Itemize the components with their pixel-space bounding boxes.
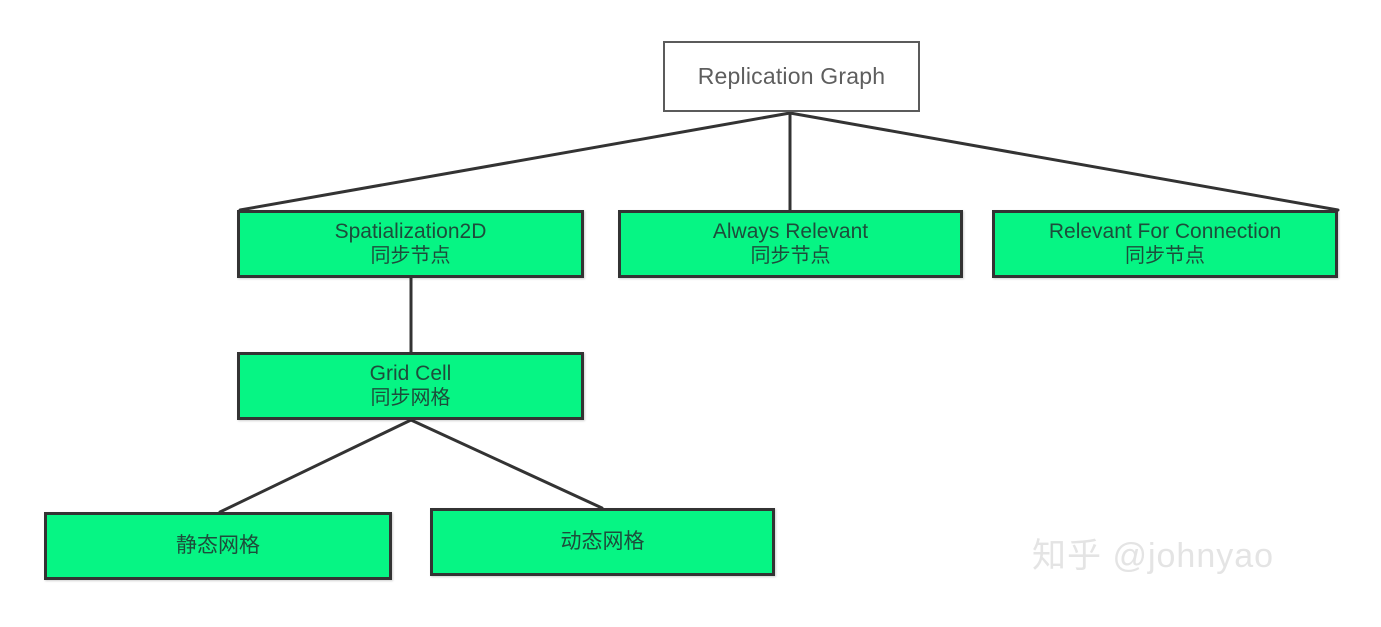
watermark: 知乎 @johnyao	[1032, 537, 1275, 575]
node-label-secondary: 同步节点	[370, 244, 451, 267]
edge-gridcell-static	[218, 418, 413, 514]
node-label-primary: 静态网格	[176, 533, 260, 557]
node-label-secondary: 同步网格	[370, 386, 451, 409]
node-label-primary: Grid Cell	[369, 361, 452, 385]
edge-gridcell-dynamic	[409, 418, 604, 510]
edge-root-relevant-connection	[788, 111, 1340, 212]
node-label-primary: Replication Graph	[697, 62, 886, 89]
node-label-secondary: 同步节点	[750, 244, 831, 267]
edge-root-spatialization	[238, 111, 792, 212]
node-dynamic-grid[interactable]: 动态网格	[430, 508, 775, 576]
node-label-primary: Relevant For Connection	[1048, 219, 1282, 243]
node-static-grid[interactable]: 静态网格	[44, 512, 392, 580]
node-label-primary: Always Relevant	[712, 219, 869, 243]
node-label-primary: 动态网格	[560, 529, 645, 553]
node-label-secondary: 同步节点	[1125, 244, 1205, 267]
node-label-primary: Spatialization2D	[334, 219, 487, 243]
node-replication-graph[interactable]: Replication Graph	[663, 41, 920, 112]
